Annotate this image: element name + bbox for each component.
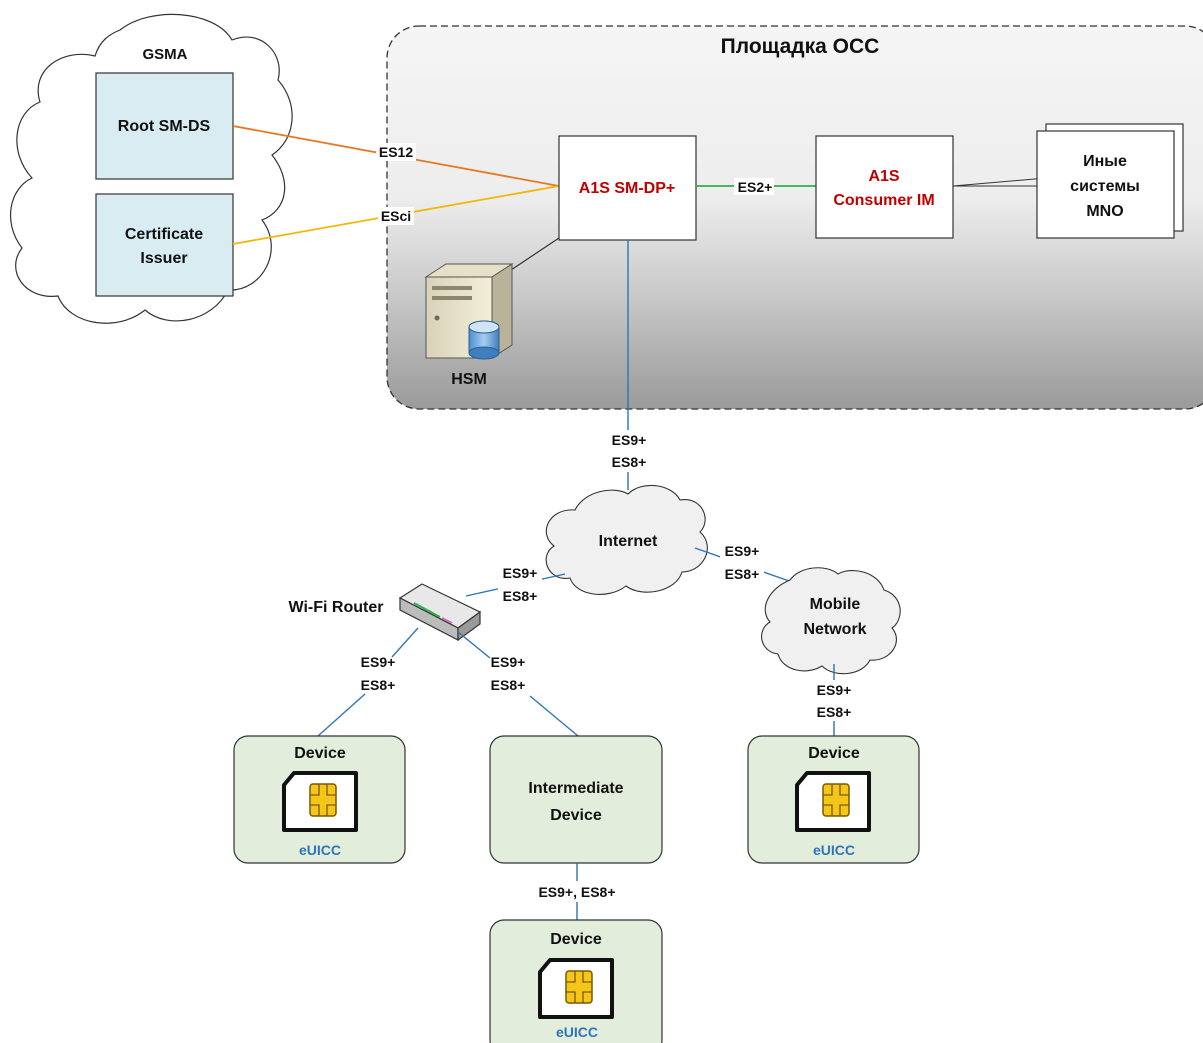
root-smds-box [95, 72, 234, 180]
cert-issuer-label-1: Certificate [125, 226, 203, 243]
internet-router-es8-label: ES8+ [503, 588, 538, 604]
cert-issuer-label-2: Issuer [140, 250, 187, 267]
internet-mobile-es8-label: ES8+ [725, 566, 760, 582]
consumer-im-box [815, 135, 954, 239]
hsm-link [510, 237, 560, 271]
mno-systems-box [1036, 130, 1175, 239]
router-intermediate-es8-label: ES8+ [491, 677, 526, 693]
consumer-im-label-1: A1S [868, 168, 899, 185]
intermediate-device-box [489, 735, 663, 864]
site-title: Площадка ОСС [721, 35, 880, 58]
device-2-label: Device [808, 745, 860, 762]
hsm-server-icon [424, 263, 514, 360]
mobile-network-label-2: Network [803, 621, 866, 638]
router-device1-es9-label: ES9+ [361, 654, 396, 670]
mobile-network-cloud [761, 567, 901, 675]
intermediate-device-label-1: Intermediate [528, 780, 623, 797]
cert-issuer-box [95, 193, 234, 297]
router-device1-link-a [391, 627, 419, 658]
es12-label: ES12 [379, 144, 413, 160]
mno-systems-label-1: Иные [1083, 153, 1127, 170]
smdp-es8-label: ES8+ [612, 454, 647, 470]
mno-systems-label-3: MNO [1086, 203, 1123, 220]
smdp-es9-label: ES9+ [612, 432, 647, 448]
mno-link-1 [952, 177, 1047, 187]
esci-label: ESci [381, 208, 411, 224]
device-1-label: Device [294, 745, 346, 762]
es12-label-bg [376, 143, 416, 161]
router-intermediate-link-a [457, 631, 491, 659]
mobile-network-label-1: Mobile [810, 596, 861, 613]
router-intermediate-es9-label: ES9+ [491, 654, 526, 670]
device-3-euicc-label: eUICC [556, 1024, 598, 1040]
internet-mobile-es9-label: ES9+ [725, 543, 760, 559]
sim-card-icon [795, 771, 871, 832]
wifi-router-label: Wi-Fi Router [289, 599, 384, 616]
internet-router-label-bg [498, 563, 542, 607]
internet-mobile-label-bg [720, 542, 764, 584]
intermediate-device3-label: ES9+, ES8+ [538, 884, 615, 900]
gsma-title: GSMA [143, 46, 188, 63]
router-device1-link-b [317, 693, 366, 737]
hsm-label: HSM [451, 371, 487, 388]
device-1-euicc-label: eUICC [299, 842, 341, 858]
root-smds-label: Root SM-DS [118, 118, 211, 135]
router-intermediate-link-b [529, 695, 579, 737]
es2-label-bg [734, 178, 774, 195]
internet-cloud [545, 484, 708, 595]
smdp-label: A1S SM-DP+ [579, 180, 675, 197]
internet-router-es9-label: ES9+ [503, 565, 538, 581]
device-2-euicc-label: eUICC [813, 842, 855, 858]
router-device1-es8-label: ES8+ [361, 677, 396, 693]
sim-card-icon [282, 771, 358, 832]
consumer-im-label-2: Consumer IM [833, 192, 934, 209]
mobile-device-es9-label: ES9+ [817, 682, 852, 698]
mobile-device-es8-label: ES8+ [817, 704, 852, 720]
device-3-label: Device [550, 931, 602, 948]
smdp-box [558, 135, 697, 241]
es2-label: ES2+ [738, 179, 773, 195]
mno-systems-label-2: системы [1070, 178, 1140, 195]
esci-label-bg [378, 207, 414, 225]
wifi-router-icon [398, 583, 482, 642]
sim-card-icon [538, 958, 614, 1019]
intermediate-device-label-2: Device [550, 807, 602, 824]
internet-label: Internet [599, 533, 658, 550]
